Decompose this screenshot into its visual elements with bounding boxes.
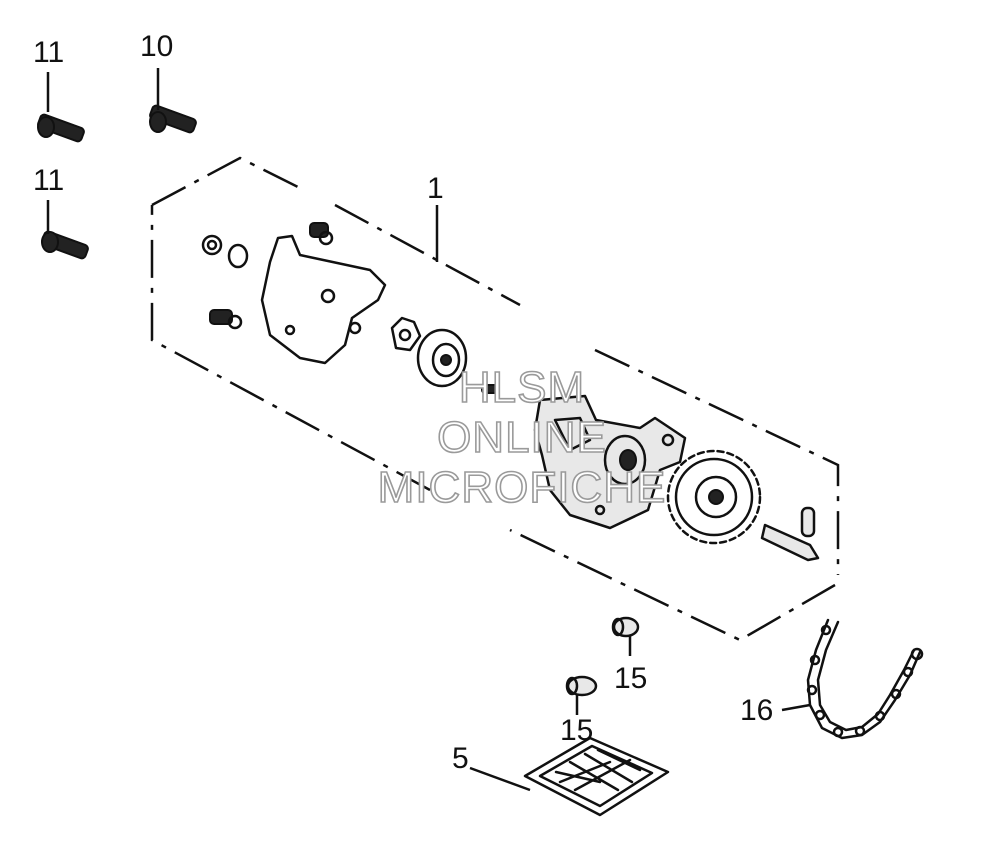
pump-shaft[interactable] xyxy=(760,506,820,562)
bolt-11-upper[interactable] xyxy=(37,113,85,143)
collar-15-upper[interactable] xyxy=(611,616,640,638)
collar-15-lower[interactable] xyxy=(565,675,598,697)
cover-hole xyxy=(348,321,362,335)
callout-5: 5 xyxy=(452,742,469,775)
pump-cover-plate[interactable] xyxy=(260,234,387,365)
pump-driven-sprocket[interactable] xyxy=(666,449,762,545)
callout-15-upper: 15 xyxy=(614,662,647,695)
callout-15-lower: 15 xyxy=(560,714,593,747)
watermark-line-1: HLSM xyxy=(459,363,585,412)
drive-chain-16[interactable] xyxy=(806,618,924,740)
oil-strainer-screen-5[interactable] xyxy=(523,736,670,817)
pump-body[interactable] xyxy=(533,394,687,530)
cover-hole xyxy=(284,324,296,336)
callout-1: 1 xyxy=(427,172,444,205)
callout-11-upper: 11 xyxy=(33,36,64,69)
callout-16: 16 xyxy=(740,694,773,727)
pump-outer-rotor[interactable] xyxy=(416,328,468,388)
callout-10: 10 xyxy=(140,30,173,63)
cover-hole xyxy=(320,288,336,304)
bolt-11-lower[interactable] xyxy=(41,230,89,260)
watermark: HLSM ONLINE MICROFICHE xyxy=(377,362,667,513)
dowel-pins[interactable] xyxy=(201,222,334,330)
watermark-line-3: MICROFICHE xyxy=(378,463,667,512)
leader-lines xyxy=(46,68,811,792)
callout-11-lower: 11 xyxy=(33,164,64,197)
assembly-frame xyxy=(150,156,840,642)
bolt-10[interactable] xyxy=(149,104,197,134)
pump-inner-rotor[interactable] xyxy=(390,316,422,352)
watermark-line-2: ONLINE xyxy=(437,413,607,462)
pin[interactable] xyxy=(481,384,499,394)
